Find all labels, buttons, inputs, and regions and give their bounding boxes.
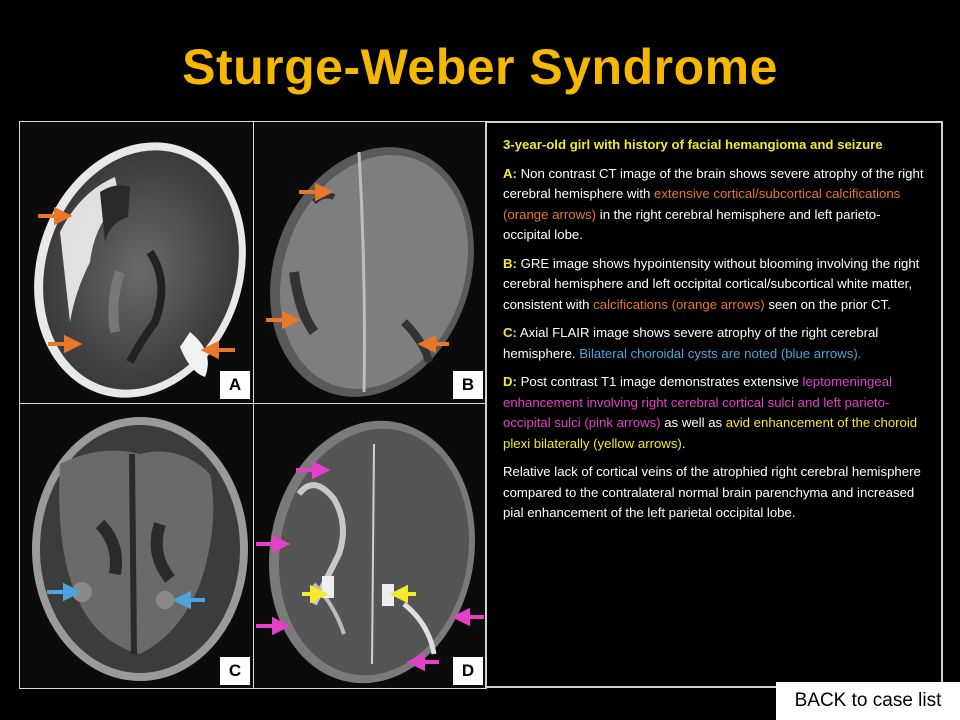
description-d-prefix: D: (503, 374, 517, 389)
blue-arrows (47, 582, 205, 610)
panel-label-a: A (220, 371, 250, 399)
orange-arrows (38, 206, 235, 360)
description-d-pink: leptomeningeal enhancement involving rig… (503, 374, 892, 430)
case-description: 3-year-old girl with history of facial h… (485, 121, 943, 688)
description-c: C: Axial FLAIR image shows severe atroph… (503, 323, 925, 364)
image-panel-c: C (19, 403, 254, 689)
description-c-text1: Axial FLAIR image shows severe atrophy o… (503, 325, 879, 361)
orange-arrows (266, 182, 449, 354)
page-title: Sturge-Weber Syndrome (182, 39, 778, 95)
ct-brain-image (34, 142, 246, 398)
description-a-orange: extensive cortical/subcortical calcifica… (503, 186, 901, 222)
description-b-prefix: B: (503, 255, 517, 271)
description-b: B: GRE image shows hypointensity without… (503, 254, 925, 316)
gre-brain-image (270, 147, 474, 397)
description-a: A: Non contrast CT image of the brain sh… (503, 164, 925, 246)
case-heading: 3-year-old girl with history of facial h… (503, 135, 925, 156)
description-d-yellow: avid enhancement of the choroid plexi bi… (503, 415, 918, 451)
t1-brain-image (268, 420, 476, 684)
description-a-text2: in the right cerebral hemisphere and lef… (503, 206, 881, 243)
description-a-text1: Non contrast CT image of the brain shows… (503, 165, 924, 202)
description-b-orange: calcifications (orange arrows) (593, 296, 765, 312)
description-d-text2: as well as (660, 415, 726, 430)
description-b-text2: seen on the prior CT. (764, 296, 891, 312)
image-panel-a: A (19, 121, 254, 404)
description-c-blue: Bilateral choroidal cysts are noted (blu… (579, 345, 862, 361)
back-to-case-list-button[interactable]: BACK to case list (776, 682, 960, 720)
description-c-prefix: C: (503, 325, 517, 340)
description-b-text1: GRE image shows hypointensity without bl… (503, 255, 920, 312)
description-d: D: Post contrast T1 image demonstrates e… (503, 372, 925, 454)
flair-brain-image (32, 417, 248, 681)
description-d-text1: Post contrast T1 image demonstrates exte… (516, 374, 803, 389)
image-panel-b: B (253, 121, 487, 404)
description-a-prefix: A: (503, 165, 517, 181)
case-heading-text: 3-year-old girl with history of facial h… (503, 137, 883, 152)
description-d-text3: . (681, 435, 686, 451)
pink-and-yellow-arrows (256, 460, 484, 672)
panel-label-d: D (453, 657, 483, 685)
image-panel-d: D (253, 403, 487, 689)
description-relative: Relative lack of cortical veins of the a… (503, 464, 921, 520)
panel-label-b: B (453, 371, 483, 399)
panel-label-c: C (220, 657, 250, 685)
